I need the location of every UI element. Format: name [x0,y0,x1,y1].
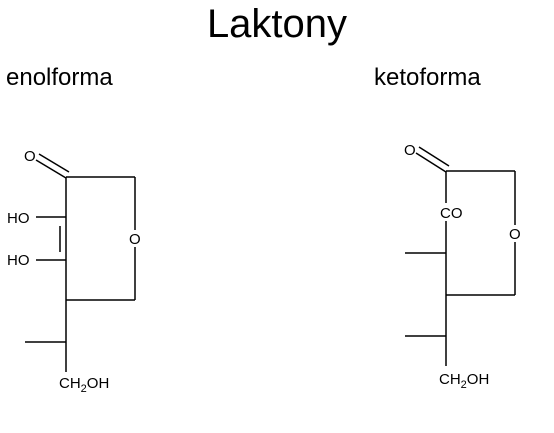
enol-carbonyl-bond-1 [35,159,67,179]
page-title: Laktony [206,2,348,46]
enol-structure: O HO HO O CH2OH [7,148,141,395]
keto-carbonyl-bond-2 [418,146,450,167]
enol-ch2oh-text: CH2OH [59,375,109,395]
keto-ch2oh-text: CH2OH [439,371,489,391]
enol-ho2-text: HO [7,252,30,269]
keto-carbonyl-bond-1 [415,152,447,173]
enol-ring-oxygen: O [129,231,141,248]
enol-ho1-text: HO [7,210,30,227]
keto-ring-oxygen: O [509,226,521,243]
keto-structure: O CO O CH2OH [404,142,521,391]
enol-carbonyl-bond-2 [38,153,70,173]
enol-carbonyl-oxygen: O [24,148,36,165]
enol-form-label: enolforma [6,64,113,91]
keto-carbonyl-oxygen: O [404,142,416,159]
keto-co-text: CO [440,205,463,222]
keto-form-label: ketoforma [374,64,481,91]
